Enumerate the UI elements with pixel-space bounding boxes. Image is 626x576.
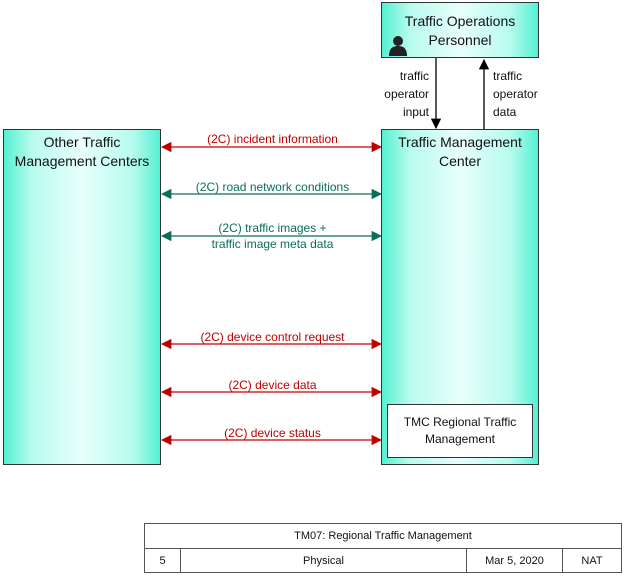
personnel-title: Traffic Operations Personnel xyxy=(404,13,516,48)
device-data-label: (2C) device data xyxy=(228,378,317,392)
person-icon xyxy=(387,34,409,56)
traffic-images-label: (2C) traffic images + traffic image meta… xyxy=(211,221,334,251)
operator-input-label: traffic operator input xyxy=(384,69,429,119)
diagram-date: Mar 5, 2020 xyxy=(467,549,563,573)
other-tmc-box: Other Traffic Management Centers xyxy=(3,129,161,465)
diagram-scope: NAT xyxy=(581,555,603,567)
diagram-view: Physical xyxy=(181,549,467,573)
incident-label: (2C) incident information xyxy=(207,132,338,146)
diagram-title: TM07: Regional Traffic Management xyxy=(145,524,621,549)
regional-traffic-management-box: TMC Regional Traffic Management xyxy=(387,404,533,458)
other-tmc-title: Other Traffic Management Centers xyxy=(14,134,150,169)
road-network-label: (2C) road network conditions xyxy=(195,180,350,194)
device-control-label: (2C) device control request xyxy=(200,330,345,344)
operator-data-label: traffic operator data xyxy=(493,69,538,119)
diagram-number: 5 xyxy=(145,549,181,573)
tmc-title: Traffic Management Center xyxy=(398,134,522,169)
personnel-box: Traffic Operations Personnel xyxy=(381,2,539,58)
device-status-label: (2C) device status xyxy=(224,426,321,440)
title-block: TM07: Regional Traffic Management 5 Phys… xyxy=(144,523,622,573)
